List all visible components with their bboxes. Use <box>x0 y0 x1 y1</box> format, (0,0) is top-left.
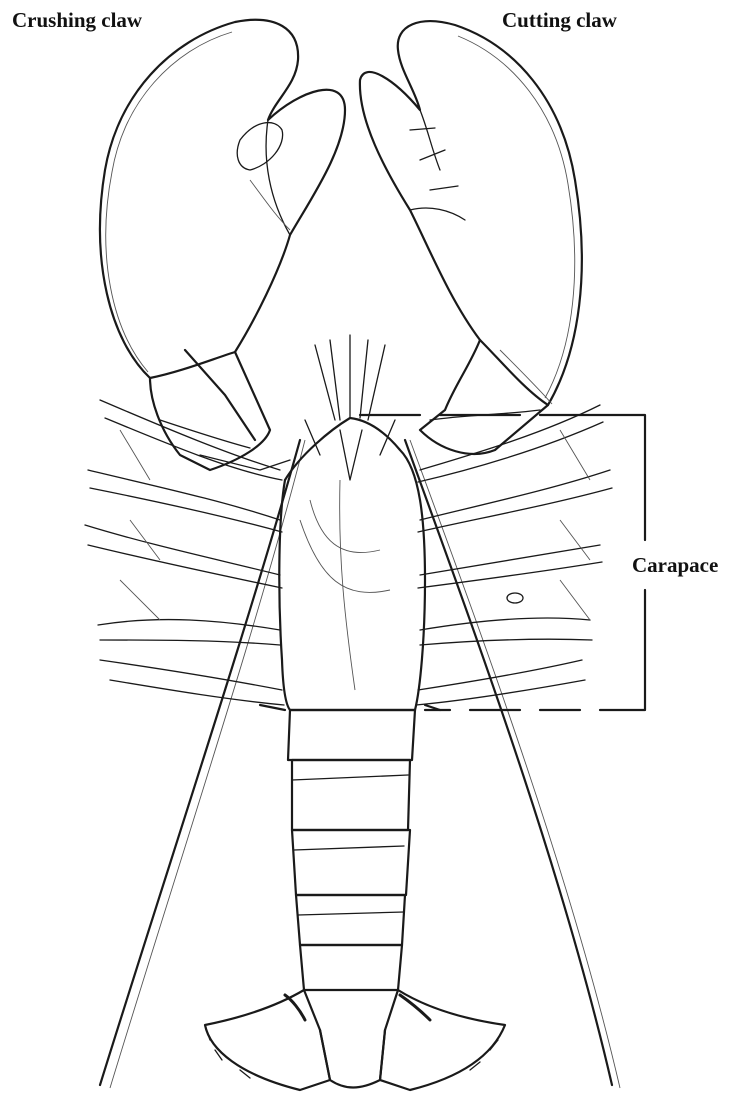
crushing-claw-label: Crushing claw <box>12 8 142 33</box>
carapace-drawing <box>279 418 425 710</box>
cutting-claw-drawing <box>360 21 582 454</box>
carapace-label: Carapace <box>632 553 718 578</box>
abdomen-drawing <box>205 710 505 1090</box>
left-walking-legs-drawing <box>85 400 285 710</box>
crushing-claw-drawing <box>100 20 345 470</box>
cutting-claw-label: Cutting claw <box>502 8 617 33</box>
right-walking-legs-drawing <box>416 405 612 710</box>
